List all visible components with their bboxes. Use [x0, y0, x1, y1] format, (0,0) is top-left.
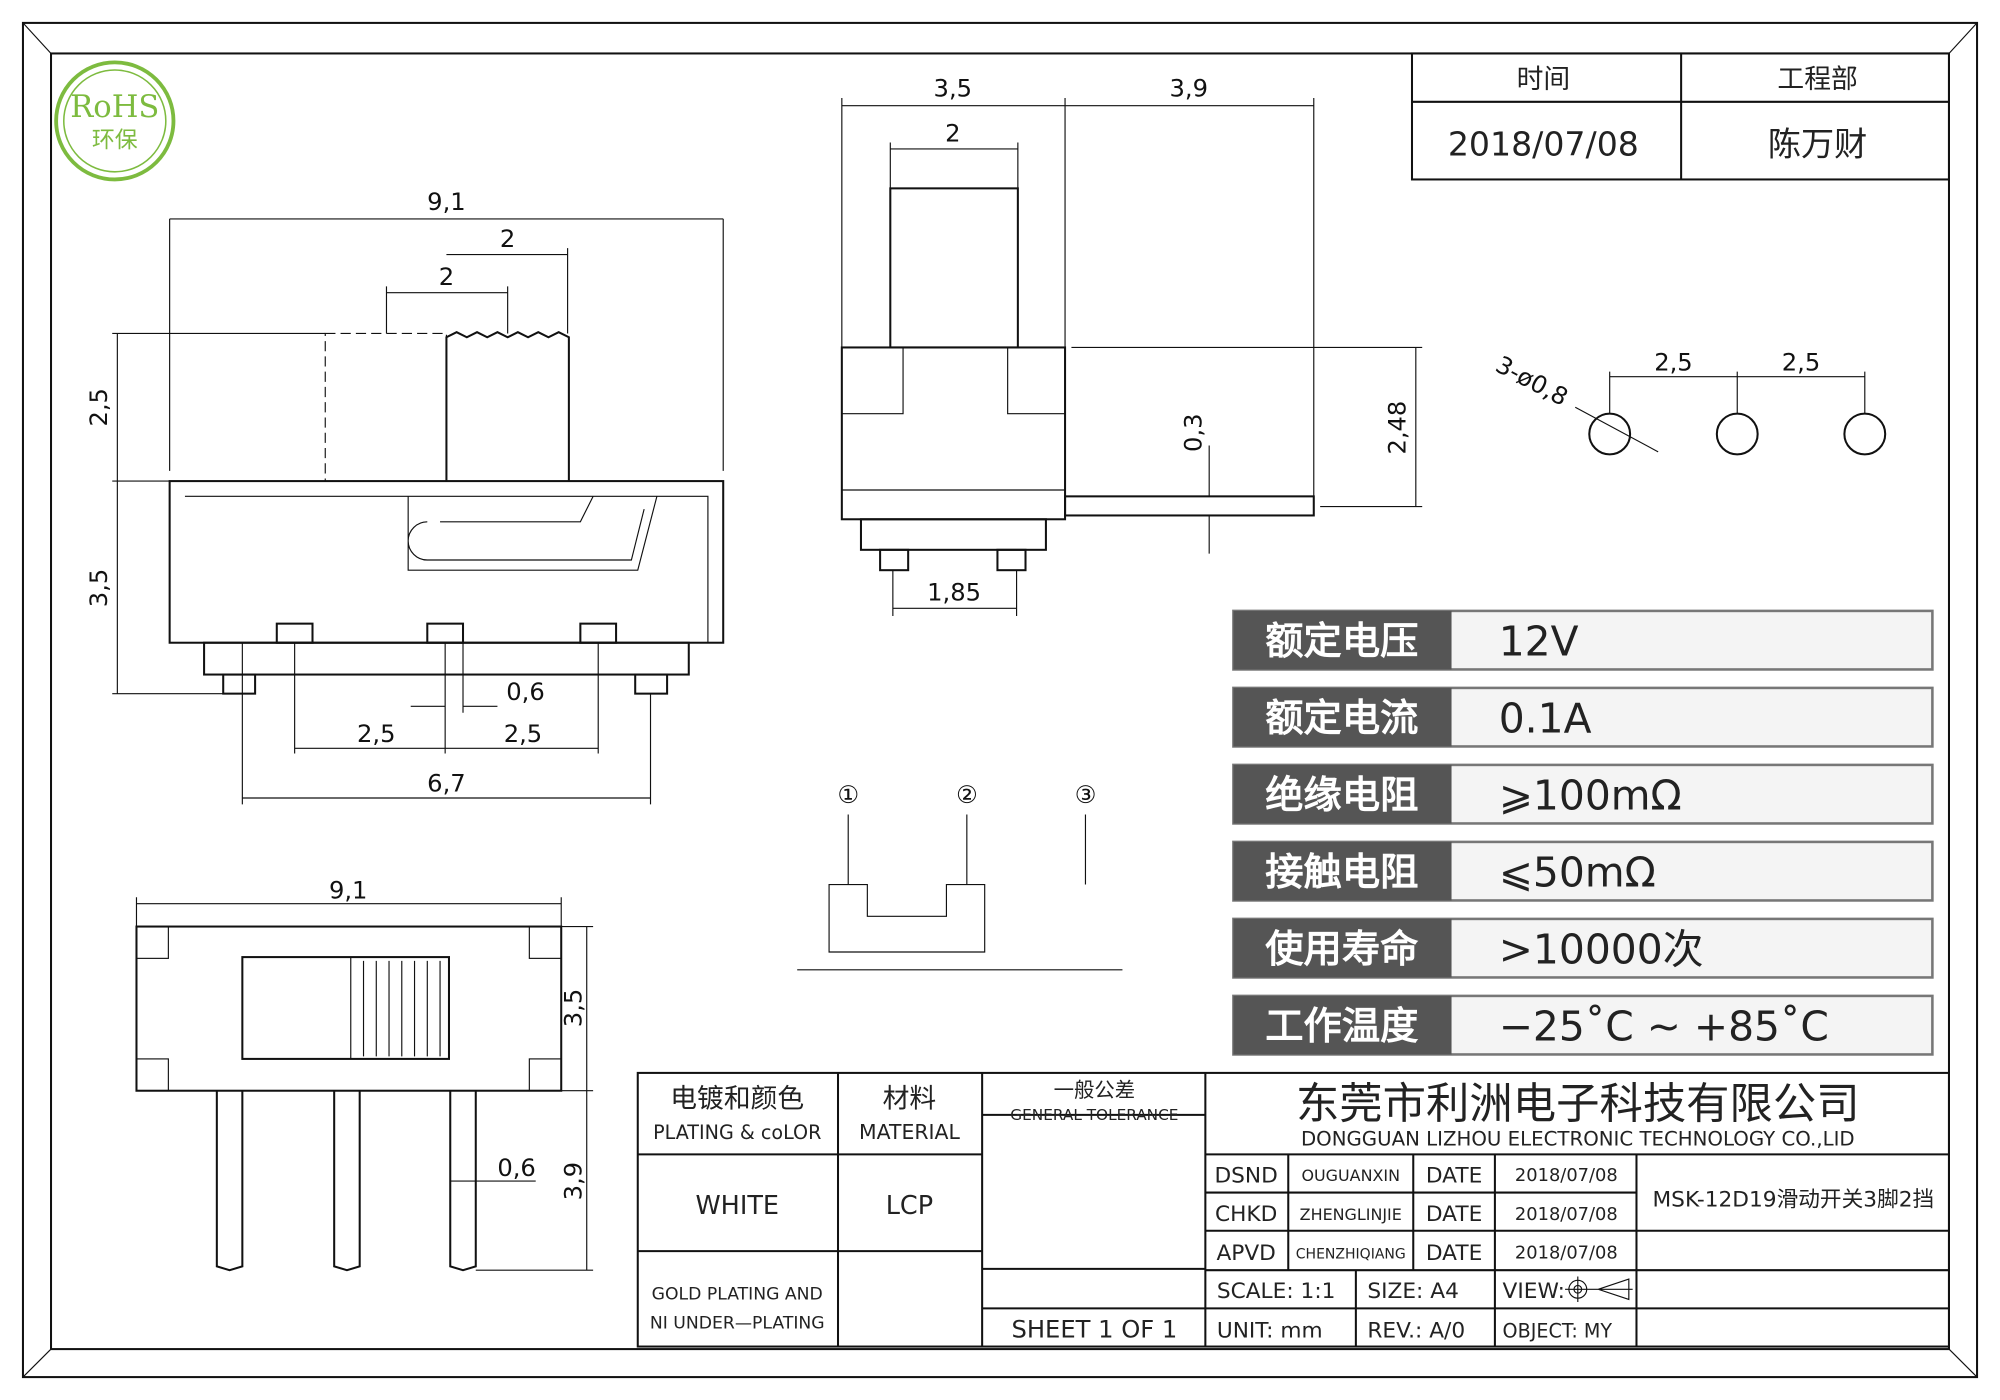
- dim-pcb-holes: 3-ø0,8: [1491, 351, 1573, 412]
- spec-row: 接触电阻 ⩽50mΩ: [1232, 840, 1934, 902]
- spec-row: 使用寿命 >10000次: [1232, 917, 1934, 979]
- dim-front-width: 9,1: [427, 188, 466, 216]
- spec-label-cell: [1233, 610, 1452, 670]
- size-label: SIZE: A4: [1367, 1279, 1459, 1304]
- dim-pitch-right: 2,5: [504, 720, 543, 748]
- spec-label-cell: [1233, 687, 1452, 747]
- spec-value: ⩽50mΩ: [1499, 848, 1656, 896]
- bottom-view: 9,1 3,5 3,9 0,6: [135, 877, 594, 1272]
- material-header-cn: 材料: [883, 1083, 937, 1114]
- dim-pin-span: 6,7: [427, 770, 466, 798]
- date-value: 2018/07/08: [1515, 1243, 1618, 1264]
- front-view: 9,1 2 2 2,5 3,5 0,6 2,5 2,5 6,7: [85, 188, 725, 805]
- plating-line2: NI UNDER—PLATING: [650, 1314, 825, 1334]
- dim-pcb-pitch-1: 2,5: [1654, 348, 1693, 376]
- time-value: 2018/07/08: [1448, 124, 1639, 163]
- dim-lever-length: 3,9: [1170, 75, 1209, 103]
- pin-3-label: ③: [1075, 781, 1097, 809]
- pcb-layout: 2,5 2,5 3-ø0,8: [1491, 348, 1887, 456]
- spec-label-cell: [1233, 764, 1452, 824]
- spec-label: 工作温度: [1265, 1005, 1419, 1049]
- dim-lever-thickness: 0,3: [1180, 414, 1208, 452]
- company-name-en: DONGGUAN LIZHOU ELECTRONIC TECHNOLOGY CO…: [1301, 1127, 1855, 1150]
- dim-side-actuator-width: 2: [945, 119, 960, 147]
- sheet-label: SHEET 1 OF 1: [1011, 1316, 1177, 1344]
- spec-value: ⩾100mΩ: [1499, 771, 1682, 819]
- dim-bottom-width: 9,1: [329, 877, 368, 905]
- dim-pin-width: 0,6: [506, 678, 545, 706]
- pin-2-label: ②: [956, 781, 978, 809]
- spec-label: 使用寿命: [1265, 927, 1419, 972]
- dim-side-pin-span: 1,85: [927, 579, 981, 607]
- spec-row: 额定电流 0.1A: [1232, 686, 1934, 748]
- object-label: OBJECT: MY: [1503, 1320, 1613, 1343]
- plating-line1: GOLD PLATING AND: [652, 1284, 823, 1304]
- spec-label: 接触电阻: [1265, 851, 1418, 895]
- spec-label-cell: [1233, 995, 1452, 1055]
- person-name: OUGUANXIN: [1302, 1166, 1401, 1185]
- spec-value: 0.1A: [1499, 694, 1592, 742]
- spec-label: 额定电压: [1265, 620, 1418, 664]
- spec-row: 额定电压 12V: [1232, 609, 1934, 671]
- dept-header: 工程部: [1777, 64, 1857, 95]
- rohs-text: RoHS: [70, 90, 159, 125]
- date-value: 2018/07/08: [1515, 1204, 1618, 1225]
- projection-symbol-icon: [1565, 1276, 1633, 1302]
- material-value: LCP: [886, 1191, 933, 1221]
- person-name: ZHENGLINJIE: [1300, 1205, 1402, 1224]
- dim-slider-travel: 2: [500, 225, 515, 253]
- dim-side-height: 2,48: [1384, 401, 1412, 455]
- dim-body-height: 3,5: [85, 569, 113, 607]
- dim-actuator-height: 2,5: [85, 388, 113, 426]
- time-header: 时间: [1517, 64, 1571, 95]
- spec-row: 绝缘电阻 ⩾100mΩ: [1232, 763, 1934, 825]
- drawing-frame: [21, 21, 1979, 1379]
- spec-value: 12V: [1499, 617, 1579, 665]
- unit-label: UNIT: mm: [1217, 1319, 1323, 1344]
- switch-schematic: ① ② ③: [797, 781, 1123, 971]
- role-label: DSND: [1214, 1163, 1277, 1188]
- plating-header-cn: 电镀和颜色: [670, 1083, 804, 1114]
- date-label: DATE: [1426, 1241, 1482, 1266]
- dim-pcb-pitch-2: 2,5: [1782, 348, 1821, 376]
- role-label: APVD: [1216, 1241, 1275, 1266]
- tolerance-cn: 一般公差: [1054, 1078, 1136, 1102]
- person-name: CHENZHIQIANG: [1296, 1247, 1406, 1263]
- rev-label: REV.: A/0: [1367, 1319, 1465, 1344]
- company-name-cn: 东莞市利洲电子科技有限公司: [1296, 1080, 1860, 1130]
- date-value: 2018/07/08: [1515, 1165, 1618, 1186]
- date-label: DATE: [1426, 1163, 1482, 1188]
- rohs-logo: RoHS 环保: [54, 60, 176, 182]
- title-block: 电镀和颜色 PLATING & coLOR 材料 MATERIAL 一般公差 G…: [636, 1071, 1950, 1348]
- pin-1-label: ①: [837, 781, 859, 809]
- spec-value: −25˚C ~ +85˚C: [1499, 1002, 1829, 1050]
- side-view: 3,5 3,9 2 0,3 2,48 1,85: [840, 75, 1423, 616]
- plating-header-en: PLATING & coLOR: [653, 1121, 821, 1144]
- tolerance-en: GENERAL TOLERANCE: [1010, 1106, 1178, 1124]
- color-value: WHITE: [695, 1191, 779, 1221]
- dept-value: 陈万财: [1768, 124, 1867, 163]
- dim-slider-width: 2: [439, 263, 454, 291]
- spec-label-cell: [1233, 918, 1452, 978]
- spec-label: 额定电流: [1265, 697, 1418, 741]
- dim-bottom-pin-length: 3,9: [560, 1162, 588, 1200]
- spec-label-cell: [1233, 841, 1452, 901]
- dim-side-body-width: 3,5: [934, 75, 973, 103]
- rohs-subtext: 环保: [92, 128, 138, 154]
- spec-value: >10000次: [1499, 925, 1704, 973]
- approval-table: 时间 工程部 2018/07/08 陈万财: [1410, 52, 1950, 181]
- spec-table: 额定电压 12V 额定电流 0.1A 绝缘电阻 ⩾100mΩ 接触电阻 ⩽50mΩ 使用寿命 >1…: [1232, 609, 1934, 1056]
- date-label: DATE: [1426, 1202, 1482, 1227]
- material-header-en: MATERIAL: [859, 1120, 960, 1144]
- part-name: MSK-12D19滑动开关3脚2挡: [1652, 1188, 1934, 1213]
- dim-bottom-body-height: 3,5: [560, 989, 588, 1027]
- scale-label: SCALE: 1:1: [1217, 1279, 1336, 1304]
- dim-bottom-pin-width: 0,6: [497, 1154, 536, 1182]
- view-label: VIEW:: [1503, 1279, 1565, 1304]
- spec-label: 绝缘电阻: [1265, 773, 1418, 818]
- dim-pitch-left: 2,5: [357, 720, 396, 748]
- spec-row: 工作温度 −25˚C ~ +85˚C: [1232, 994, 1934, 1056]
- role-label: CHKD: [1215, 1202, 1277, 1227]
